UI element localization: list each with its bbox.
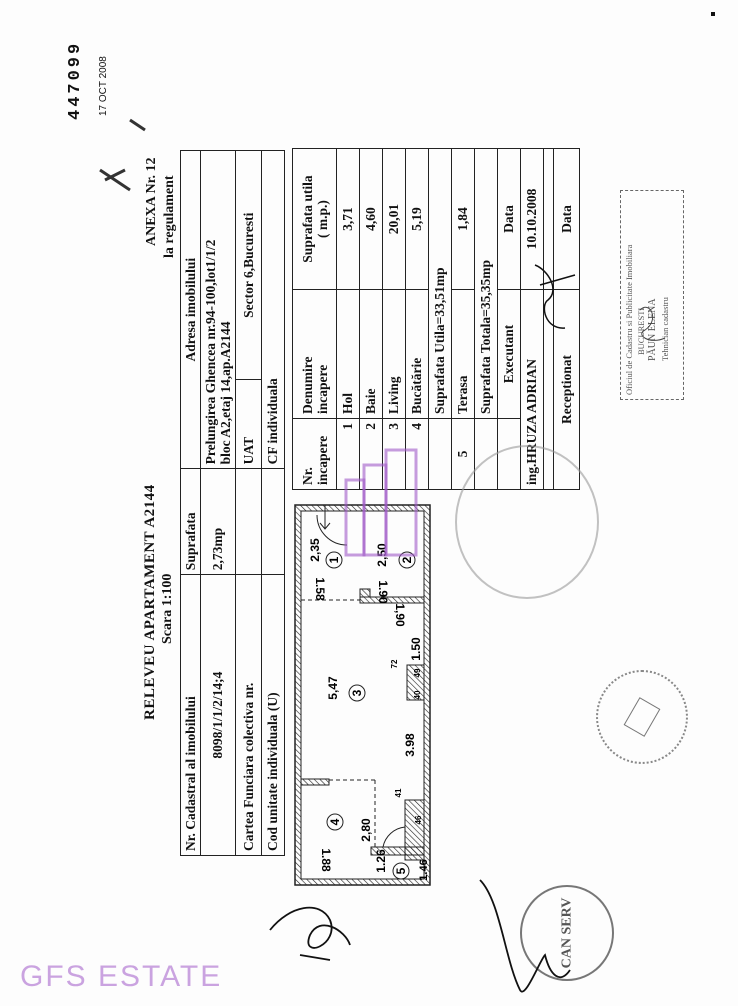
- dimension-label: 1.46: [418, 859, 430, 880]
- dimension-label: 5,47: [326, 676, 340, 700]
- terrace-door: [382, 826, 406, 848]
- dimension-label: 40: [413, 690, 422, 699]
- dimension-label: 3.98: [403, 733, 417, 757]
- room-number: 2: [400, 556, 414, 563]
- room-markers: 1 2 3 4 5: [325, 551, 416, 880]
- dimension-label: 1.58: [313, 577, 327, 601]
- public-stamp-marks: [99, 118, 146, 192]
- room-number: 1: [327, 556, 341, 563]
- dimension-label: 1.26: [374, 849, 388, 873]
- dimension-label: 1.88: [319, 848, 333, 872]
- watermark: GFS ESTATE: [20, 960, 223, 993]
- entrance-arrow-icon: [319, 505, 331, 530]
- office-signature: [639, 307, 666, 341]
- round-stamp-authority: [455, 445, 599, 599]
- watermark-building-icon: [344, 448, 418, 557]
- dimension-label: 41: [394, 788, 403, 797]
- dashed-boundaries: [301, 599, 376, 847]
- company-stamp: CAN SERV: [520, 885, 614, 981]
- dimension-label: 49: [413, 668, 422, 677]
- floor-plan: 1 2 3 4 5 2,35 2,50 1.58 1.90 1,90 1.50 …: [294, 504, 431, 886]
- dimension-label: 1.50: [409, 637, 423, 661]
- scan-mark: [711, 12, 715, 16]
- signature-left: [269, 906, 351, 961]
- dimension-label: 46: [414, 815, 423, 824]
- dimension-label: 2,80: [359, 818, 373, 842]
- entrance-door: [316, 514, 348, 546]
- walls: [294, 504, 431, 886]
- dimension-label: 1.90: [376, 580, 390, 604]
- round-stamp-seal: [596, 670, 688, 764]
- room-number: 5: [394, 867, 408, 874]
- room-number: 4: [328, 818, 342, 825]
- executant-signature: [534, 264, 576, 329]
- dimension-label: 1,90: [393, 603, 407, 627]
- dimension-label: 72: [390, 659, 399, 668]
- dimension-label: 2,35: [308, 538, 322, 562]
- signature-right: [479, 879, 571, 993]
- room-number: 3: [350, 689, 364, 696]
